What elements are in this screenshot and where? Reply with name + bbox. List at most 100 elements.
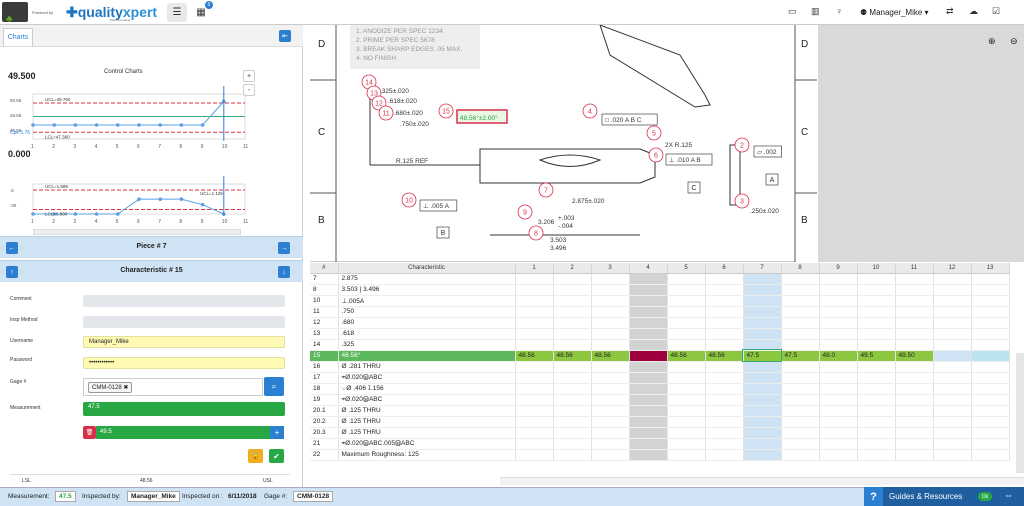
measurement-cell[interactable] [857,416,896,428]
measurement-cell[interactable] [933,339,972,351]
measurement-cell[interactable] [971,339,1010,351]
measurement-cell[interactable] [591,284,630,296]
comment-field[interactable] [83,295,285,307]
measurement-cell[interactable] [705,383,744,395]
balloon[interactable] [582,103,598,119]
measurement-cell[interactable] [971,416,1010,428]
measurement-cell[interactable] [819,273,858,285]
measurement-cell[interactable] [591,295,630,307]
measurement-cell[interactable] [743,438,782,450]
horizontal-scrollbar[interactable] [500,477,1024,485]
measurement-cell[interactable] [553,449,592,461]
measurement-cell[interactable] [819,438,858,450]
measurement-cell[interactable] [743,295,782,307]
measurement-cell[interactable] [857,328,896,340]
column-header[interactable]: 13 [971,263,1010,274]
data-point[interactable] [31,212,35,216]
measurement-cell[interactable] [819,416,858,428]
measurement-cell[interactable] [591,361,630,373]
measurement-cell[interactable]: 47.5 [781,350,820,362]
measurement-cell[interactable] [629,339,668,351]
measurement-cell[interactable] [781,306,820,318]
next-characteristic-button[interactable]: ↓ [278,266,290,278]
measurement-cell[interactable] [857,372,896,384]
measurement-cell[interactable] [629,427,668,439]
measurement-cell[interactable] [553,273,592,285]
measurement-cell[interactable] [591,317,630,329]
measurement-cell[interactable] [895,295,934,307]
measurement-cell[interactable] [591,273,630,285]
prev-piece-button[interactable]: ← [6,242,18,254]
measurement-cell[interactable] [705,317,744,329]
measurement-cell[interactable] [705,328,744,340]
measurement-cell[interactable] [933,306,972,318]
data-point[interactable] [137,123,141,127]
measurement-cell[interactable] [705,273,744,285]
next-piece-button[interactable]: → [278,242,290,254]
feature-control-frame[interactable] [601,113,658,126]
column-header[interactable]: 6 [705,263,744,274]
measurement-cell[interactable] [895,306,934,318]
measurement-cell[interactable] [819,405,858,417]
data-point[interactable] [94,123,99,127]
measurement-cell[interactable] [515,449,554,461]
measurement-cell[interactable] [857,317,896,329]
measurement-cell[interactable] [895,273,934,285]
column-header[interactable]: 7 [743,263,782,274]
measurement-cell[interactable]: 48.0 [819,350,858,362]
measurement-cell[interactable] [515,372,554,384]
measurement-cell[interactable] [895,383,934,395]
measurement-cell[interactable] [933,416,972,428]
measurement-cell[interactable] [591,306,630,318]
measurement-cell[interactable]: 48.56 [667,350,706,362]
measurement-cell[interactable] [819,306,858,318]
column-header[interactable]: 8 [781,263,820,274]
measurement-cell[interactable] [743,273,782,285]
column-header[interactable]: 4 [629,263,668,274]
measurement-cell[interactable] [705,284,744,296]
measurement-cell[interactable] [515,361,554,373]
measurement-cell[interactable] [515,339,554,351]
measurement-cell[interactable] [553,416,592,428]
measurement-cell[interactable]: 48.56 [705,350,744,362]
guides-resources[interactable]: ? Guides & Resources Ok ⇔ [864,487,1024,506]
measurement-cell[interactable] [705,427,744,439]
balloon[interactable] [538,182,554,198]
monitor-icon[interactable]: ▭ [788,6,797,16]
measurement-cell[interactable] [895,449,934,461]
measurement-cell[interactable] [933,405,972,417]
chart-scrollbar[interactable] [33,229,241,235]
measurement-cell[interactable] [591,427,630,439]
measurement-cell[interactable] [819,339,858,351]
measurement-cell[interactable] [781,383,820,395]
measurement-cell[interactable] [819,361,858,373]
measurement-cell[interactable] [895,317,934,329]
measurement-cell[interactable] [895,427,934,439]
data-point[interactable] [158,123,162,127]
data-point[interactable] [94,212,99,216]
measurement-cell[interactable] [857,306,896,318]
measurement-cell[interactable] [781,317,820,329]
measurement-cell[interactable] [971,427,1010,439]
measurement-cell[interactable] [857,405,896,417]
measurement-cell[interactable] [971,284,1010,296]
measurement-cell[interactable] [591,405,630,417]
data-point[interactable] [179,197,184,201]
table-row[interactable]: 10⊥.005A [310,295,1010,307]
measurement-cell[interactable] [667,372,706,384]
measurement-cell[interactable] [515,328,554,340]
measurement-cell[interactable] [781,427,820,439]
measurement-cell[interactable] [553,328,592,340]
measurement-cell[interactable] [857,427,896,439]
measurement-cell[interactable] [629,372,668,384]
measurement-cell[interactable] [971,273,1010,285]
measurement-cell[interactable] [591,416,630,428]
measurement-cell[interactable] [895,416,934,428]
measurement-cell[interactable] [667,405,706,417]
measurement-cell[interactable] [971,383,1010,395]
measurement-cell[interactable] [743,284,782,296]
measurement-cell[interactable] [743,427,782,439]
measurement-cell[interactable] [933,295,972,307]
